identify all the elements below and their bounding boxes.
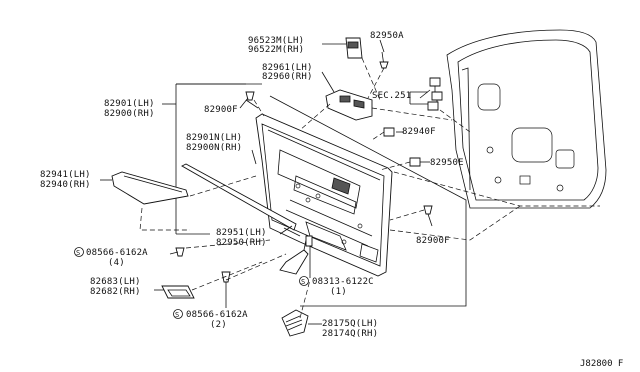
label-82950a: 82950A xyxy=(370,31,404,41)
dashed-lines xyxy=(139,57,600,319)
circled-s-1: S xyxy=(76,249,80,257)
clip-82900f-right xyxy=(423,205,433,215)
label-82941: 82941(LH) xyxy=(40,170,91,180)
label-82901n: 82901N(LH) xyxy=(186,133,242,143)
label-82900n: 82900N(RH) xyxy=(186,143,242,153)
armrest-strip xyxy=(181,163,297,231)
label-82682: 82682(RH) xyxy=(90,287,141,297)
label-screw-08566-4-qty: (4) xyxy=(108,258,125,268)
switch-96523m xyxy=(345,37,363,59)
label-96522m: 96522M(RH) xyxy=(248,45,304,55)
label-82900: 82900(RH) xyxy=(104,109,155,119)
label-sec251: SEC.251 xyxy=(372,91,411,101)
label-82901: 82901(LH) xyxy=(104,99,155,109)
screw-08566-2 xyxy=(221,271,231,283)
label-28175q: 28175Q(LH) xyxy=(322,319,378,329)
label-82960: 82960(RH) xyxy=(262,72,313,82)
bracket-82950 xyxy=(279,239,309,275)
label-screw-08566-4: 08566-6162A xyxy=(86,248,148,258)
label-82961: 82961(LH) xyxy=(262,63,313,73)
label-82900f-top: 82900F xyxy=(204,105,238,115)
label-82683: 82683(LH) xyxy=(90,277,141,287)
pad-82940 xyxy=(111,171,189,205)
circled-s-icon-1 xyxy=(74,247,84,257)
screw-08566-4 xyxy=(175,247,185,257)
screw-82950a xyxy=(379,51,389,69)
label-82950: 82950(RH) xyxy=(216,238,267,248)
speaker-grille xyxy=(281,309,309,337)
label-82940f: 82940F xyxy=(402,127,436,137)
label-82940: 82940(RH) xyxy=(40,180,91,190)
clip-82940f xyxy=(383,127,395,137)
screw-08313 xyxy=(305,235,313,247)
label-96523m: 96523M(LH) xyxy=(248,36,304,46)
leader-lines xyxy=(100,39,433,325)
label-28174q: 28174Q(RH) xyxy=(322,329,378,339)
escutcheon-82682 xyxy=(161,285,195,299)
door-shell xyxy=(446,29,607,209)
label-screw-08313: 08313-6122C xyxy=(312,277,374,287)
reference-code: J82800 F xyxy=(580,359,623,369)
clip-82950e xyxy=(409,157,421,167)
labels: 96523M(LH) 96522M(RH) 82950A 82961(LH) 8… xyxy=(40,31,623,369)
label-screw-08566-2-qty: (2) xyxy=(210,320,227,330)
circled-s-icon-3 xyxy=(173,309,183,319)
clip-82900f-top xyxy=(245,91,259,109)
bracket-82961 xyxy=(325,89,373,121)
circled-s-2: S xyxy=(301,278,305,286)
circled-s-3: S xyxy=(175,311,179,319)
door-trim-panel xyxy=(255,113,393,277)
door-trim-outline xyxy=(175,83,467,307)
label-screw-08313-qty: (1) xyxy=(330,287,347,297)
sec251-clips xyxy=(409,77,443,111)
circled-s-icon-2 xyxy=(299,276,309,286)
label-screw-08566-2: 08566-6162A xyxy=(186,310,248,320)
label-82950e: 82950E xyxy=(430,158,464,168)
label-82951: 82951(LH) xyxy=(216,228,267,238)
label-82900f-right: 82900F xyxy=(416,236,450,246)
